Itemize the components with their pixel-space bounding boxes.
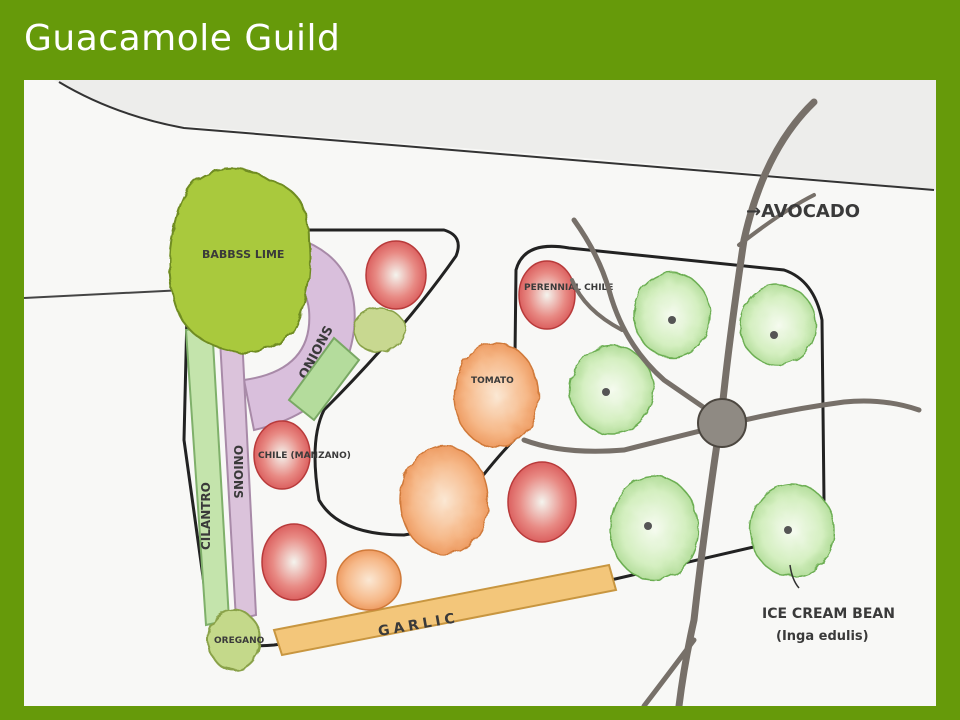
avocado-twig-1	[570, 278, 624, 332]
lime-label: BABBSS LIME	[202, 248, 284, 261]
avocado-tree	[521, 98, 922, 706]
avocado-branch-south	[675, 406, 726, 706]
tomato-label: TOMATO	[471, 376, 514, 386]
guild-diagram: ONIONS CILANTRO ONIONS GARLIC BABBSS LIM…	[24, 80, 936, 706]
path-line-top	[58, 81, 935, 191]
drawing-canvas: ONIONS CILANTRO ONIONS GARLIC BABBSS LIM…	[24, 80, 936, 706]
ice-cream-bean-arrow	[789, 564, 800, 589]
bean-tree-4	[609, 475, 699, 581]
tomato-2	[261, 523, 327, 601]
bean-tree-2-trunk	[770, 331, 778, 339]
paper-top-band	[54, 80, 936, 190]
chile-manzano	[253, 420, 311, 490]
avocado-trunk	[697, 398, 747, 448]
chile-manzano-label: CHILE (MANZANO)	[258, 451, 351, 461]
oregano-label: OREGANO	[214, 636, 265, 646]
avocado-branch-northeast	[737, 193, 816, 247]
avocado-branch-east	[721, 398, 922, 428]
bean-trees	[569, 272, 835, 581]
slide-title: Guacamole Guild	[24, 18, 341, 59]
onions-side-label: ONIONS	[231, 445, 245, 499]
squash-1	[399, 445, 489, 555]
avocado-label: →AVOCADO	[746, 201, 860, 222]
bean-tree-1-trunk	[668, 316, 676, 324]
ice-cream-bean-label: ICE CREAM BEAN	[762, 606, 895, 622]
bean-tree-3	[569, 345, 655, 435]
oregano-plant	[207, 609, 261, 671]
path-line-left	[24, 289, 185, 299]
lime-tree	[168, 167, 311, 354]
avocado-branch-west	[521, 422, 727, 454]
tomato-3	[507, 461, 577, 543]
tomato-1	[365, 240, 427, 310]
cilantro-label: CILANTRO	[199, 482, 213, 550]
garlic-bed	[272, 563, 618, 657]
inga-edulis-label: (Inga edulis)	[776, 629, 869, 644]
bean-tree-2	[739, 284, 817, 366]
bean-tree-3-trunk	[602, 388, 610, 396]
squash-2	[336, 549, 402, 611]
perennial-chile-label: PERENNIAL CHILE	[524, 283, 613, 293]
tomato-big	[453, 342, 539, 448]
green-bed	[287, 336, 361, 422]
tomato-perennial-chile	[518, 260, 576, 330]
bean-tree-1	[633, 272, 711, 358]
avocado-branch-southwest	[641, 637, 697, 706]
herb-plant	[352, 307, 406, 353]
avocado-branch-northwest	[571, 217, 725, 423]
bean-tree-4-trunk	[644, 522, 652, 530]
bean-tree-5-trunk	[784, 526, 792, 534]
